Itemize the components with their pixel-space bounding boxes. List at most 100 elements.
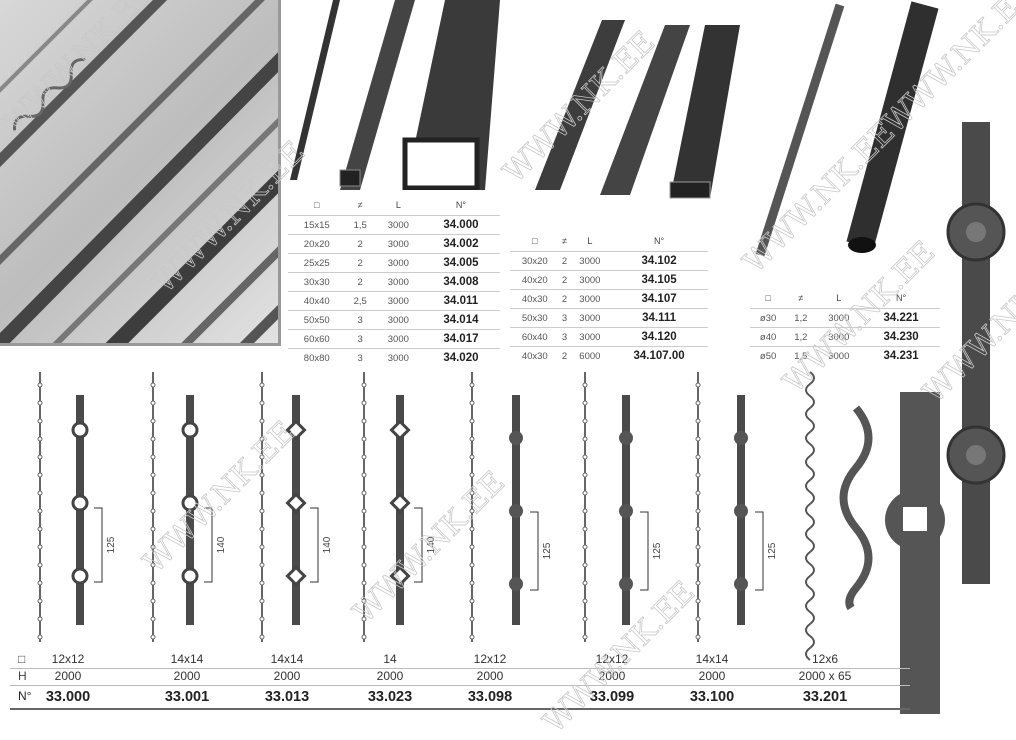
rod-ornament bbox=[361, 562, 367, 568]
cell-section: ø50 bbox=[750, 346, 787, 365]
rod-ornament bbox=[582, 508, 588, 514]
rod-ornament bbox=[582, 526, 588, 532]
cell-section: 25x25 bbox=[288, 253, 346, 273]
rod-ornament bbox=[469, 562, 475, 568]
cell-thickness: 1,5 bbox=[786, 346, 816, 365]
square-hole-bar bbox=[885, 392, 945, 714]
rod-ornament bbox=[695, 634, 701, 640]
cell-length: 3000 bbox=[569, 270, 611, 290]
rod-ornament bbox=[150, 580, 156, 586]
rod-ornament bbox=[361, 580, 367, 586]
rod-ornament bbox=[37, 562, 43, 568]
rod-ornament bbox=[37, 508, 43, 514]
dimension-label: 125 bbox=[106, 536, 117, 553]
rod-ornament bbox=[37, 454, 43, 460]
cell-number: 34.005 bbox=[421, 253, 500, 273]
cell-length: 3000 bbox=[374, 215, 422, 235]
rod-ornament bbox=[259, 400, 265, 406]
cell-section: ø40 bbox=[750, 327, 787, 347]
rod-ornament bbox=[695, 436, 701, 442]
rod-ornament bbox=[582, 382, 588, 388]
cell-number: 34.000 bbox=[421, 215, 500, 235]
cell-number: 34.111 bbox=[610, 308, 708, 328]
ball-ornament bbox=[509, 577, 523, 591]
rod-ornament bbox=[469, 544, 475, 550]
rod-ornament bbox=[469, 634, 475, 640]
rod-ornament bbox=[259, 526, 265, 532]
rod-ornament bbox=[469, 454, 475, 460]
rod-ornament bbox=[582, 418, 588, 424]
cell-length: 3000 bbox=[374, 310, 422, 330]
product-photo-balusters bbox=[0, 0, 281, 346]
ball-ornament bbox=[509, 504, 523, 518]
rod-ornament bbox=[695, 382, 701, 388]
label-height: H bbox=[18, 669, 27, 683]
ball-ornament bbox=[509, 431, 523, 445]
cell-section: 40x20 bbox=[510, 270, 560, 290]
cell-section: 60x60 bbox=[288, 329, 346, 349]
baluster-height: 2000 bbox=[698, 669, 726, 683]
rod-ornament bbox=[150, 508, 156, 514]
rod-ornament bbox=[695, 418, 701, 424]
rod-ornament bbox=[150, 418, 156, 424]
rod-ornament bbox=[150, 436, 156, 442]
rod-ornament bbox=[37, 634, 43, 640]
cell-thickness: 1,5 bbox=[345, 215, 375, 235]
wave-rod bbox=[805, 371, 815, 661]
rod-ornament bbox=[695, 616, 701, 622]
ball-ornament bbox=[734, 504, 748, 518]
cell-thickness: 3 bbox=[345, 348, 375, 367]
dimension-label: 125 bbox=[542, 542, 553, 559]
dimension-bracket bbox=[94, 507, 103, 583]
cell-number: 34.014 bbox=[421, 310, 500, 330]
rod-ornament bbox=[150, 598, 156, 604]
rod-ornament bbox=[37, 616, 43, 622]
dimension-label: 140 bbox=[216, 536, 227, 553]
rod-ornament bbox=[37, 580, 43, 586]
cell-number: 34.102 bbox=[610, 251, 708, 271]
header-thickness: ≠ bbox=[562, 236, 568, 246]
header-section: □ bbox=[765, 293, 771, 303]
cell-length: 3000 bbox=[374, 272, 422, 292]
rod-ornament bbox=[582, 490, 588, 496]
baluster-size: 14 bbox=[383, 652, 397, 666]
rod-ornament bbox=[259, 382, 265, 388]
cell-thickness: 2 bbox=[345, 272, 375, 292]
dimension-bracket bbox=[204, 507, 213, 583]
baluster-height: 2000 bbox=[476, 669, 504, 683]
rod-ornament bbox=[582, 562, 588, 568]
rod-ornament bbox=[361, 382, 367, 388]
dimension-label: 125 bbox=[767, 542, 778, 559]
rod-ornament bbox=[259, 598, 265, 604]
baluster-height: 2000 x 65 bbox=[798, 669, 852, 683]
cell-thickness: 2 bbox=[345, 253, 375, 273]
cell-thickness: 2 bbox=[559, 289, 570, 309]
rod-ornament bbox=[259, 616, 265, 622]
cell-thickness: 2 bbox=[345, 234, 375, 254]
rod-ornament bbox=[259, 508, 265, 514]
cell-section: 80x80 bbox=[288, 348, 346, 367]
rod-ornament bbox=[361, 616, 367, 622]
rod-ornament bbox=[37, 436, 43, 442]
cell-number: 34.107.00 bbox=[610, 346, 708, 365]
cell-length: 6000 bbox=[569, 346, 611, 365]
header-section: □ bbox=[314, 200, 320, 210]
cell-number: 34.011 bbox=[421, 291, 500, 311]
rod-ornament bbox=[695, 598, 701, 604]
rod-ornament bbox=[37, 418, 43, 424]
baluster-code: 33.023 bbox=[367, 689, 413, 705]
rod-ornament bbox=[259, 418, 265, 424]
rods-photo-graphic bbox=[0, 0, 278, 343]
rod-ornament bbox=[37, 382, 43, 388]
rod-ornament bbox=[469, 472, 475, 478]
